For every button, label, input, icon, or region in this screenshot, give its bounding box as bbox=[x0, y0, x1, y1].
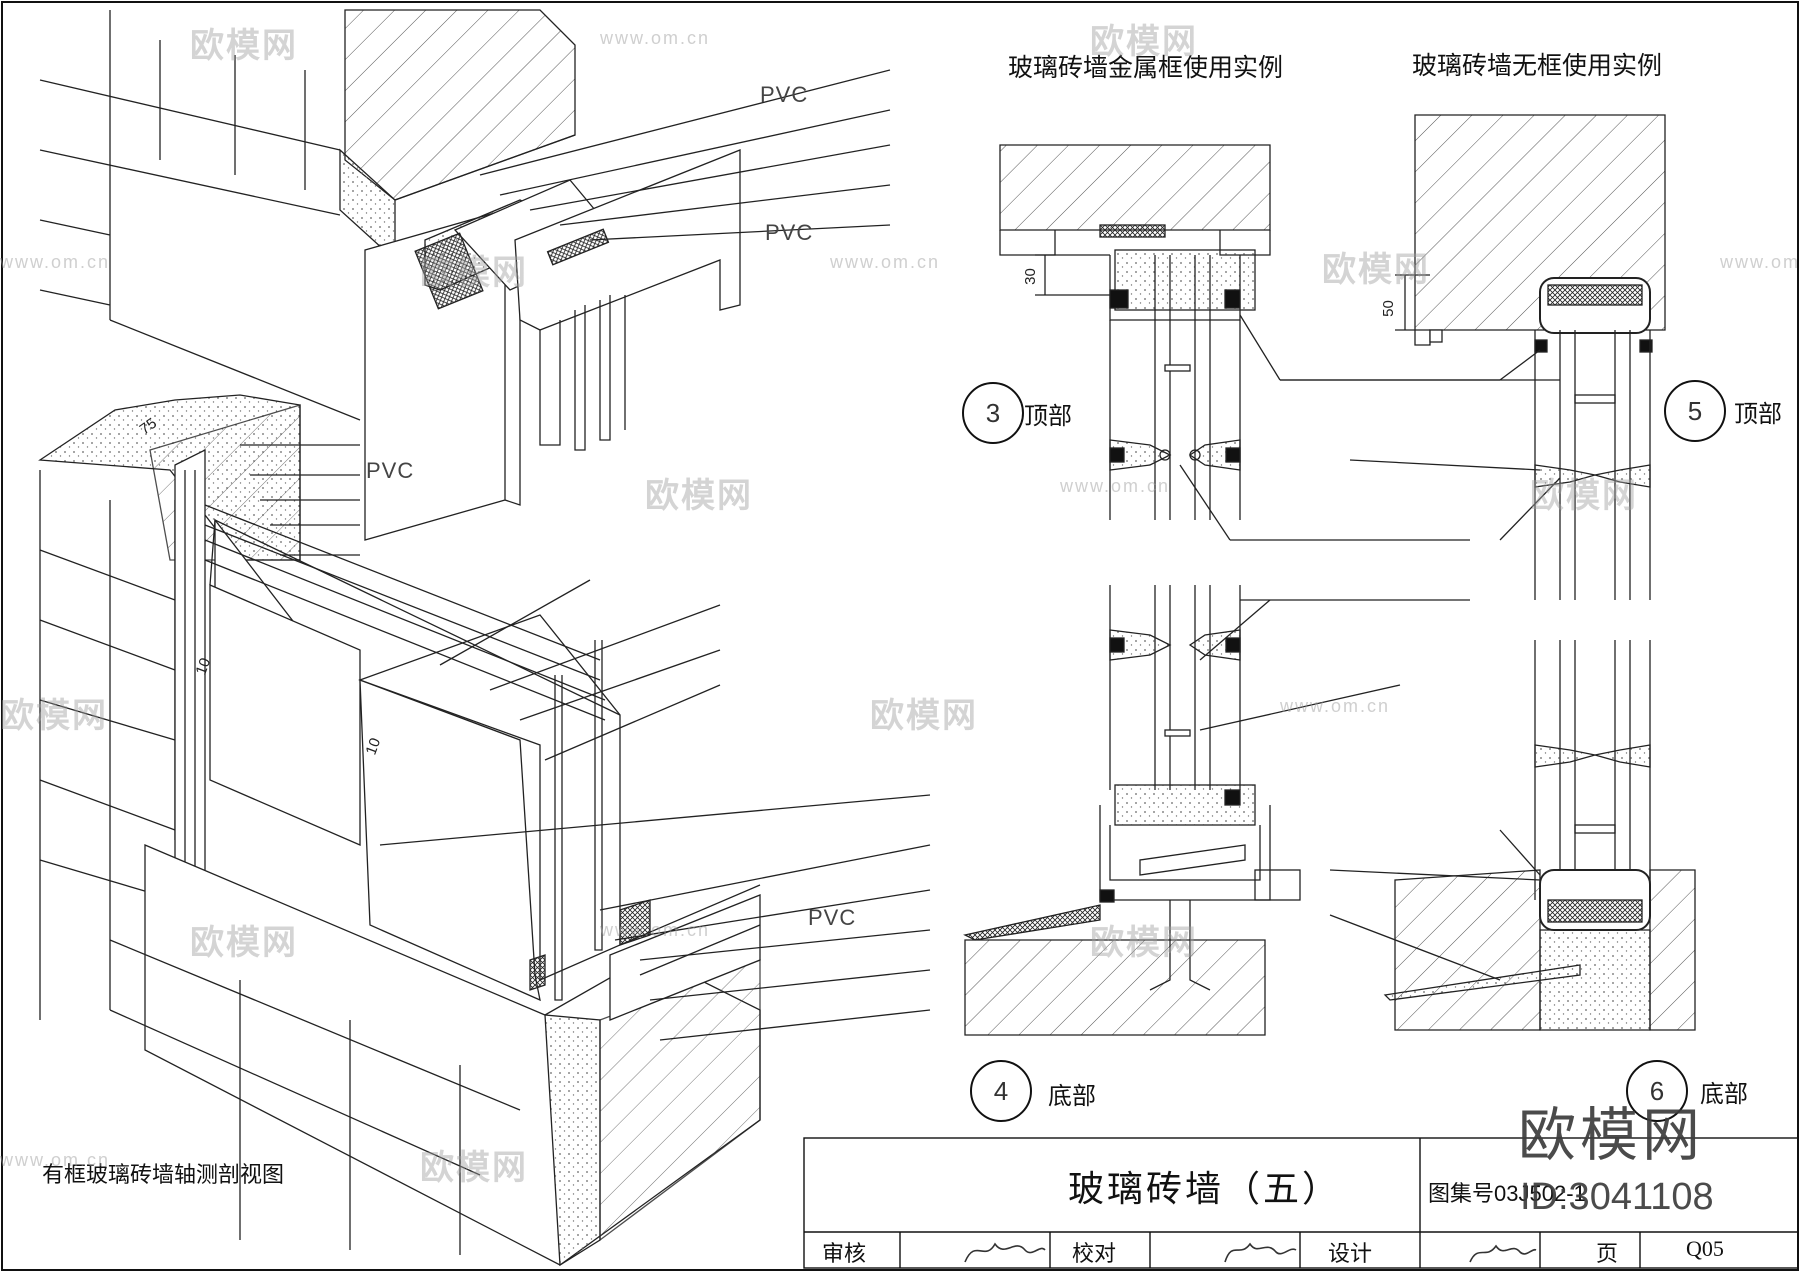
watermark-logo: 欧模网 bbox=[190, 923, 298, 963]
atlas-number: 03J502-1 bbox=[1494, 1181, 1586, 1206]
watermark-url: www.om.cn bbox=[1280, 696, 1391, 716]
material-tag-pvc: PVC bbox=[366, 458, 415, 483]
detail-name-6: 底部 bbox=[1700, 1080, 1748, 1108]
brand-watermark: 欧模网 bbox=[1518, 1101, 1705, 1169]
detail-6-frameless-bottom bbox=[1329, 640, 1696, 1031]
heading-axonometric-view: 有框玻璃砖墙轴测剖视图 bbox=[42, 1163, 285, 1188]
detail-5-frameless-top bbox=[1280, 114, 1666, 600]
watermark-logo: 欧模网 bbox=[645, 476, 753, 516]
watermark-logo: 欧模网 bbox=[420, 253, 528, 293]
review-label: 审核 bbox=[822, 1242, 867, 1267]
axonometric-section-view bbox=[38, 9, 931, 1267]
watermark-url: www.om.cn bbox=[600, 28, 711, 48]
title-block-grid bbox=[803, 1137, 1799, 1269]
watermark-url: www.om.cn bbox=[1720, 252, 1800, 272]
material-tag-pvc: PVC bbox=[760, 82, 809, 107]
watermark-logo: 欧模网 bbox=[1090, 22, 1198, 62]
material-tag-pvc: PVC bbox=[765, 220, 814, 245]
drawing-title: 玻璃砖墙（五） bbox=[1068, 1169, 1342, 1210]
detail-name-3: 顶部 bbox=[1024, 402, 1072, 430]
page-label: 页 bbox=[1596, 1242, 1619, 1267]
detail-callout-3: 3 bbox=[962, 382, 1024, 444]
watermark-logo: 欧模网 bbox=[1090, 923, 1198, 963]
detail-callout-4: 4 bbox=[970, 1060, 1032, 1122]
watermark-logo: 欧模网 bbox=[420, 1148, 528, 1188]
watermark-logo: 欧模网 bbox=[1530, 476, 1638, 516]
watermark-logo: 欧模网 bbox=[0, 696, 108, 736]
watermark-url: www.om.cn bbox=[0, 252, 111, 272]
material-tag-pvc: PVC bbox=[808, 905, 857, 930]
detail-4-metal-frame-bottom bbox=[963, 585, 1470, 1036]
watermark-url: www.om.cn bbox=[600, 920, 711, 940]
detail-name-4: 底部 bbox=[1048, 1082, 1096, 1110]
dimension-top-gap-frameless: 50 bbox=[1379, 300, 1397, 317]
detail-callout-5: 5 bbox=[1664, 380, 1726, 442]
design-label: 设计 bbox=[1328, 1242, 1373, 1267]
watermark-url: www.om.cn bbox=[830, 252, 941, 272]
watermark-logo: 欧模网 bbox=[870, 696, 978, 736]
page-number: Q05 bbox=[1686, 1236, 1724, 1261]
detail-name-5: 顶部 bbox=[1734, 400, 1782, 428]
dimension-top-gap-metal: 30 bbox=[1021, 268, 1039, 285]
brand-id-watermark: ID:3041108 bbox=[1520, 1176, 1714, 1218]
heading-frameless-example: 玻璃砖墙无框使用实例 bbox=[1412, 51, 1663, 80]
check-label: 校对 bbox=[1072, 1242, 1117, 1267]
watermark-url: www.om.cn bbox=[0, 1150, 111, 1170]
watermark-logo: 欧模网 bbox=[190, 26, 298, 66]
handwritten-signatures bbox=[964, 1242, 1537, 1263]
watermark-logo: 欧模网 bbox=[1322, 250, 1430, 290]
atlas-label: 图集号 bbox=[1428, 1182, 1495, 1207]
atlas-number-label: 图集号03J502-1 bbox=[1428, 1176, 1586, 1208]
heading-metal-frame-example: 玻璃砖墙金属框使用实例 bbox=[1008, 53, 1284, 82]
detail-callout-6: 6 bbox=[1626, 1060, 1688, 1122]
watermark-url: www.om.cn bbox=[1060, 476, 1171, 496]
